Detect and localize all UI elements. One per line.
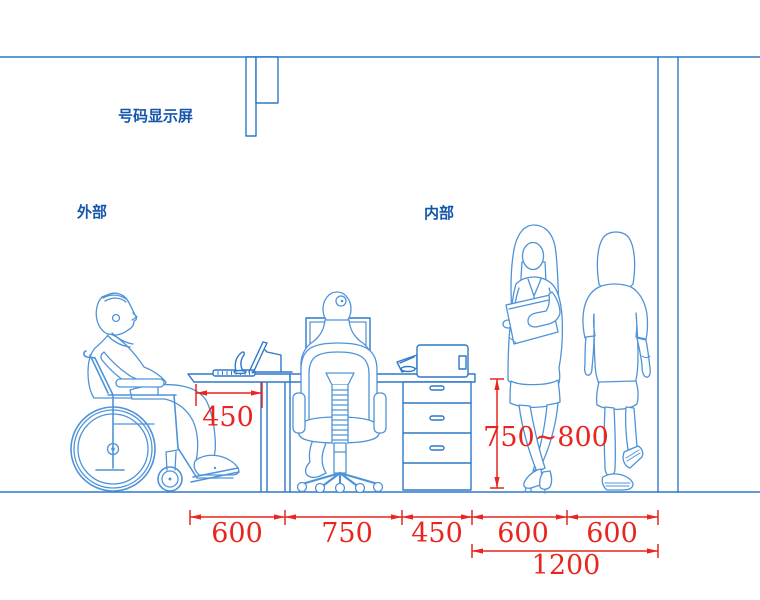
front-caster xyxy=(157,466,183,492)
legs xyxy=(129,383,217,462)
drawer-handle-3 xyxy=(429,445,445,451)
armrest-right xyxy=(373,392,387,434)
hanging-number-display xyxy=(245,56,279,137)
dim-text-600-inner-2: 600 xyxy=(586,518,638,549)
dim-counter-height: 750~800 xyxy=(483,378,609,489)
wheelchair xyxy=(70,350,240,492)
dim-knee-clearance: 450 xyxy=(195,382,263,433)
rear-wheel xyxy=(70,406,156,492)
dim-text-counter-height: 750~800 xyxy=(483,422,609,453)
dim-text-600-outer: 600 xyxy=(211,518,263,549)
skirt xyxy=(509,379,561,409)
skirt xyxy=(595,380,639,411)
gas-lift xyxy=(333,442,347,474)
sneaker-flat xyxy=(601,473,634,491)
office-chair xyxy=(292,342,387,494)
dim-text-750-desk: 750 xyxy=(321,518,373,549)
dim-text-450-cabinet: 450 xyxy=(411,518,463,549)
staff-leg xyxy=(304,431,328,479)
room-shell xyxy=(0,56,760,493)
dim-chain-row: 600 750 450 600 600 xyxy=(189,510,659,549)
label-inside-area: 内部 xyxy=(424,204,454,222)
back-bellows xyxy=(325,372,355,444)
desk-monitor-on-stand xyxy=(248,341,293,374)
blouse xyxy=(582,283,649,385)
desk-phone xyxy=(233,351,247,375)
visitor-front-figure xyxy=(502,224,564,494)
drawer-cabinet xyxy=(402,381,472,491)
staff-workstation xyxy=(292,291,387,494)
push-handle xyxy=(83,350,96,359)
dim-text-600-inner-1: 600 xyxy=(497,518,549,549)
left-arm xyxy=(527,291,561,328)
label-outside-area: 外部 xyxy=(76,203,107,221)
armrest-left xyxy=(292,392,306,434)
face xyxy=(521,241,545,271)
heel-shoe-right xyxy=(538,470,553,490)
drawer-handle-2 xyxy=(429,415,445,421)
leg-right xyxy=(624,406,638,451)
dim-text-1200: 1200 xyxy=(532,550,601,581)
printer-body xyxy=(416,344,469,378)
drawer-handle-1 xyxy=(429,385,445,391)
printer xyxy=(396,344,469,378)
reception-desk xyxy=(187,341,476,492)
heel-shoe-left xyxy=(523,468,543,489)
arm-left xyxy=(583,335,595,376)
countertop xyxy=(289,373,476,383)
arm-right xyxy=(636,337,651,378)
chair-base xyxy=(296,471,384,494)
label-number-display-screen: 号码显示屏 xyxy=(118,107,193,125)
armrest-pad xyxy=(115,378,165,388)
dim-inner-total: 1200 xyxy=(471,544,659,581)
dim-text-450-desk: 450 xyxy=(202,402,254,433)
visitor-back-figure xyxy=(582,231,651,491)
dimensions: 450 750~800 xyxy=(189,378,659,581)
footplate xyxy=(190,467,240,483)
